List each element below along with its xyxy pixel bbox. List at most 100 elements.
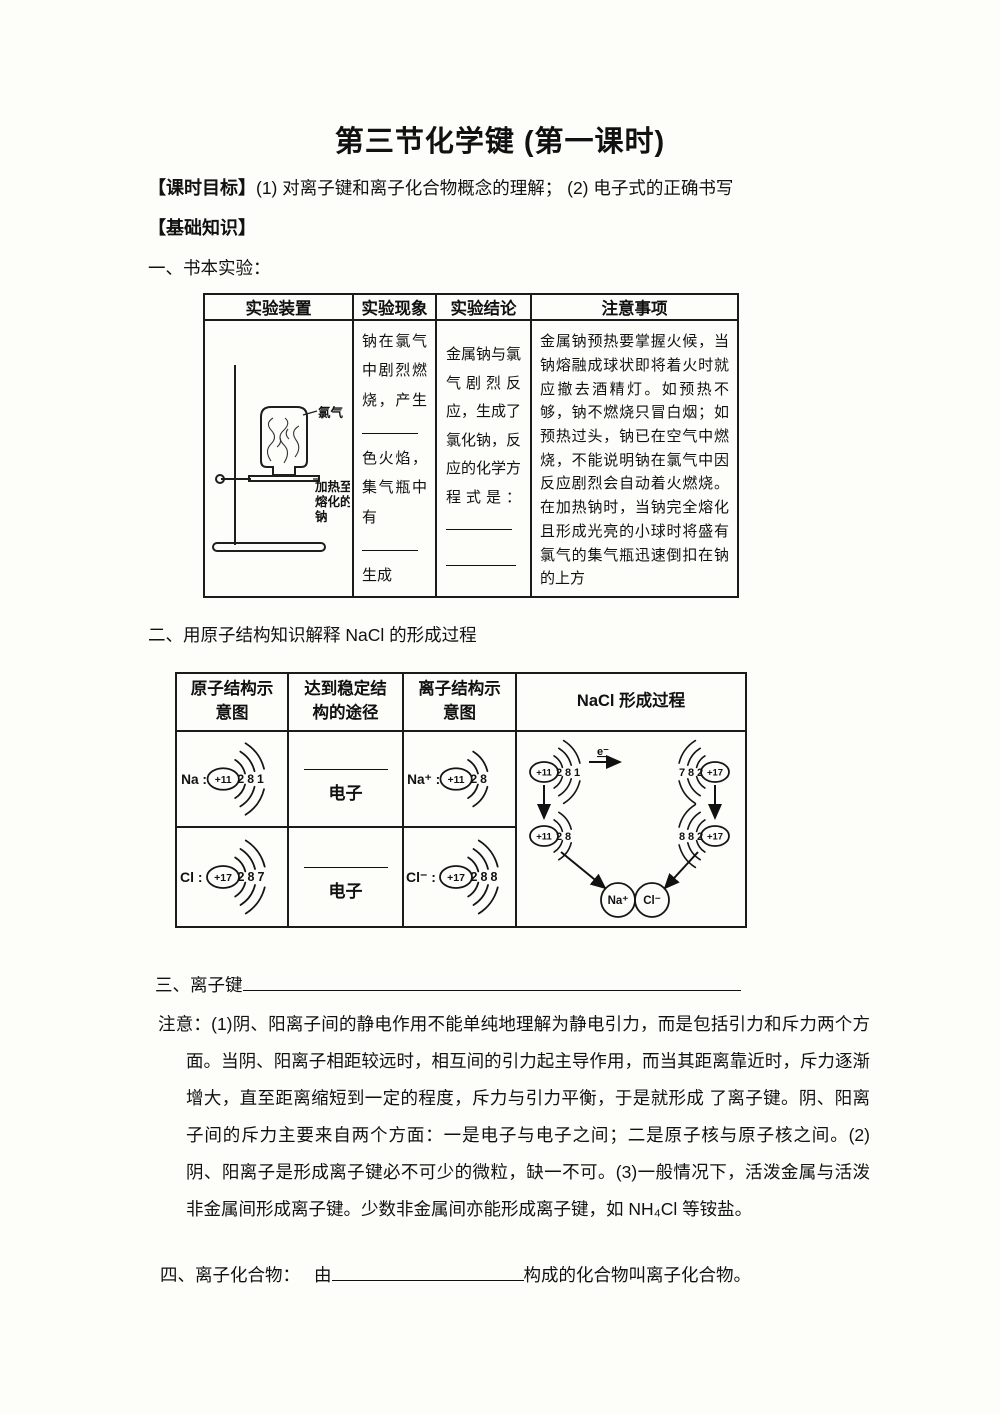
clamp-knob [215,473,225,484]
sodium-ion-cell: Na⁺ : +11 2 8 [402,730,517,828]
header-conclusion: 实验结论 [435,293,532,321]
shell-count-2: 8 [247,772,254,786]
electron-shells [467,839,499,915]
nacl-process-cell: +11 2 8 1 e⁻ +17 [515,730,747,928]
fill-in-blank [242,974,741,991]
chlorine-row: Cl : +17 2 8 7 电子 [175,826,746,928]
fill-in-blank [446,551,516,566]
atom-symbol: Cl : [180,869,203,885]
note-paragraph: 注意：(1)阴、阳离子间的静电作用不能单纯地理解为静电引力，而是包括引力和斥力两… [158,1006,870,1228]
nucleus-charge: +17 [707,768,723,779]
shell-count-3: 8 [491,870,498,884]
cl-converge-arrow [663,851,699,890]
nacl-table: 原子结构示意图 达到稳定结构的途径 离子结构示意图 NaCl 形成过程 Na :… [175,672,747,928]
nucleus [206,865,240,889]
ion-symbol: Na⁺ : [407,772,440,787]
chlorine-atom-cell: Cl : +17 2 8 7 [175,826,289,928]
basics-heading: 【基础知识】 [148,218,256,238]
shell-count-1: 2 [238,870,245,884]
nucleus [439,865,473,889]
na-ion-symbol: Na⁺ [608,895,629,907]
nacl-table-header-row: 原子结构示意图 达到稳定结构的途径 离子结构示意图 NaCl 形成过程 [175,672,747,732]
shell-count: 2 [697,831,703,843]
phenomenon-text-1: 钠在氯气中剧烈燃烧，产生 [362,333,427,409]
header-notes: 注意事项 [530,293,739,321]
fill-in-blank [303,754,388,770]
shell-count-2: 8 [480,772,487,786]
section-3-heading: 三、离子键 [155,972,741,997]
header-nacl-process: NaCl 形成过程 [515,672,747,732]
apparatus-diagram: 氯气 加热至 熔化的 钠 [212,364,350,552]
electron-word: 电子 [328,784,363,803]
sodium-ion-diagram: Na⁺ : +11 2 8 [407,750,489,808]
section-4-post: 构成的化合物叫离子化合物。 [523,1265,752,1285]
process-na-ion: +11 2 8 [529,811,572,861]
header-apparatus: 实验装置 [203,293,354,321]
ion-symbol: Cl⁻ : [406,869,436,885]
shell-count-3: 7 [258,870,265,884]
chlorine-gas-label: 氯气 [318,405,344,420]
sodium-row: Na : +11 2 8 1 电子 [175,730,747,928]
chlorine-path-cell: 电子 [287,826,404,928]
phenomenon-text-2: 色火焰，集气瓶中有 [362,450,427,526]
note-text: (1)阴、阳离子间的静电作用不能单纯地理解为静电引力，而是包括引力和斥力两个方面… [186,1014,870,1219]
shell-count-2: 8 [248,870,255,884]
note-label: 注意： [158,1014,212,1034]
conclusion-cell: 金属钠与氯气剧烈反应，生成了氯化钠，反应的化学方程式是： [435,318,532,599]
shell-count-1: 2 [237,772,244,786]
notes-cell: 金属钠预热要掌握火候，当钠熔融成球状即将着火时就应撤去酒精灯。如预热不够，钠不燃… [530,318,739,599]
stand-base [212,541,326,552]
objectives-text: (1) 对离子键和离子化合物概念的理解； (2) 电子式的正确书写 [256,178,734,198]
shell-count-2: 8 [481,870,488,884]
conclusion-text: 金属钠与氯气剧烈反应，生成了氯化钠，反应的化学方程式是： [446,346,522,506]
process-cl-ion: +17 8 8 2 [678,803,730,869]
sodium-label-line2: 熔化的 [315,494,350,509]
na-converge-arrow [560,851,607,890]
header-atom-structure: 原子结构示意图 [175,672,289,732]
fill-in-blank [446,515,512,531]
cl-ion-circle [634,882,670,918]
shell-count-3: 1 [257,772,264,786]
section-2-heading: 二、用原子结构知识解释 NaCl 的形成过程 [148,625,477,645]
phenomenon-text-3: 生成 [362,567,393,584]
electron-shells [234,742,265,816]
chlorine-atom-diagram: Cl : +17 2 8 7 [180,839,266,915]
nucleus-charge: +11 [215,775,232,786]
header-stable-path: 达到稳定结构的途径 [287,672,404,732]
shell-count: 8 [679,831,685,843]
nucleus-charge: +17 [447,872,465,884]
experiment-table-body-row: 氯气 加热至 熔化的 钠 钠在氯气中剧烈燃烧，产生色火焰，集气瓶中有生成 金属钠… [203,318,739,599]
shell-count-1: 2 [471,870,478,884]
gas-leader-line [302,410,318,416]
experiment-table-header-row: 实验装置 实验现象 实验结论 注意事项 [203,293,739,321]
sodium-path-cell: 电子 [287,730,404,828]
shell-count: 2 [697,767,703,779]
electron-shells [234,839,266,915]
electron-shells [467,750,489,808]
smoke-squiggles [266,417,300,463]
plate [248,474,320,482]
section-4-pre: 由 [314,1265,332,1285]
apparatus-cell: 氯气 加热至 熔化的 钠 [203,318,354,599]
nucleus-charge: +17 [214,872,232,884]
chlorine-ion-cell: Cl⁻ : +17 2 8 8 [402,826,517,928]
shell-count: 2 [556,767,562,779]
chlorine-ion-diagram: Cl⁻ : +17 2 8 8 [406,839,499,915]
nacl-formation-diagram: +11 2 8 1 e⁻ +17 [529,739,730,918]
experiment-table: 实验装置 实验现象 实验结论 注意事项 [203,293,739,599]
shell-count: 1 [574,767,580,779]
shell-count: 7 [679,767,685,779]
process-cl-atom: +17 7 8 2 [678,739,730,805]
header-phenomenon: 实验现象 [352,293,437,321]
nucleus-charge: +11 [536,832,552,843]
process-na-atom: +11 2 8 1 [529,739,581,805]
shell-count: 8 [688,767,694,779]
fill-in-blank [362,419,418,434]
shell-count: 8 [565,831,571,843]
section-3-label: 三、离子键 [155,975,243,995]
nucleus [439,767,473,791]
objectives-label: 【课时目标】 [148,178,256,198]
sodium-atom-cell: Na : +11 2 8 1 [175,730,289,828]
lesson-objectives: 【课时目标】(1) 对离子键和离子化合物概念的理解； (2) 电子式的正确书写 [148,174,868,200]
